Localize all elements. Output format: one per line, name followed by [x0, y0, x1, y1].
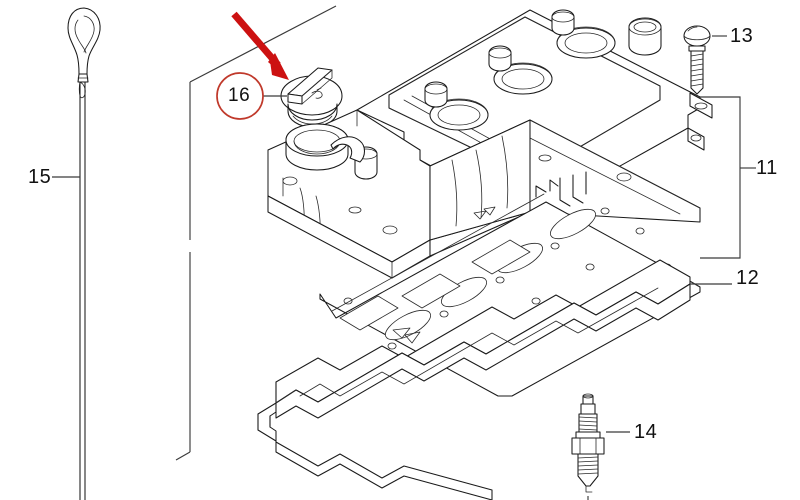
- callout-label-15: 15: [28, 166, 52, 188]
- callout-label-11: 11: [756, 157, 778, 179]
- callout-label-14: 14: [634, 421, 658, 443]
- part-valve-cover-body: [267, 9, 713, 279]
- part-11-gasket-plate: [319, 96, 756, 397]
- part-13-bolt: [683, 25, 727, 95]
- cover-bosses: [424, 9, 662, 108]
- part-15-dipstick: [52, 7, 101, 500]
- callout-label-13: 13: [730, 25, 754, 47]
- part-16-oil-filler-cap: [216, 67, 343, 128]
- oil-filler-neck: [285, 123, 349, 171]
- callout-16-highlight-circle: [216, 72, 264, 120]
- red-pointer-arrow: [231, 11, 289, 80]
- part-14-spark-plug: [571, 393, 630, 500]
- spark-plug-wells: [429, 26, 616, 131]
- callout-label-12: 12: [736, 267, 760, 289]
- callout-label-16: 16: [228, 85, 251, 106]
- part-12-cover-seal: [257, 259, 732, 500]
